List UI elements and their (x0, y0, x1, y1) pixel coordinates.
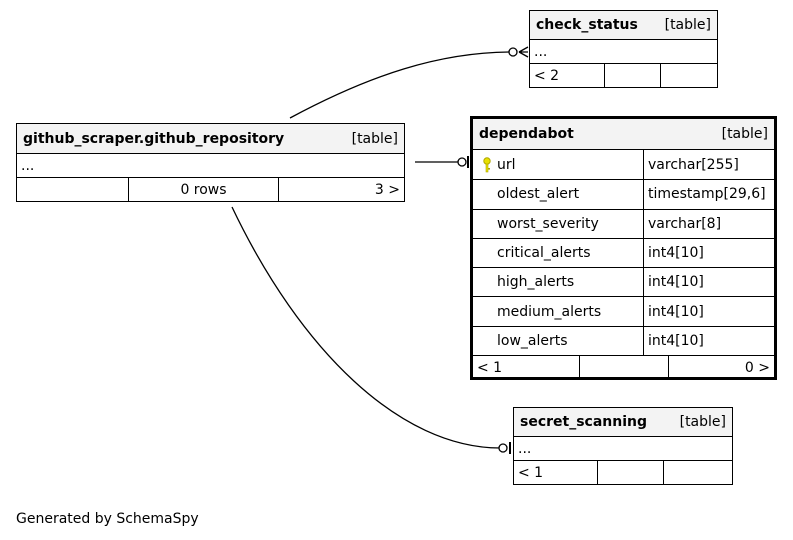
more-columns-row: ... (17, 154, 404, 178)
column-name-cell: critical_alerts (473, 238, 644, 268)
more-columns-row: ... (514, 437, 732, 461)
edge-check-status-marker (508, 47, 518, 57)
table-footer: < 2 (530, 64, 717, 87)
table-name: check_status (536, 17, 638, 33)
column-name: url (497, 156, 516, 173)
children-count (661, 64, 717, 87)
key-slot (481, 333, 495, 349)
table-kind: [table] (351, 130, 398, 147)
column-row[interactable]: worst_severity varchar[8] (473, 208, 774, 238)
table-header: check_status [table] (530, 11, 717, 40)
edge-secret-scanning (231, 206, 501, 449)
column-type: int4[10] (648, 332, 704, 349)
key-slot (481, 216, 495, 232)
column-type: varchar[8] (648, 215, 722, 232)
column-row[interactable]: medium_alerts int4[10] (473, 296, 774, 326)
table-kind: [table] (679, 414, 726, 430)
column-name-cell: low_alerts (473, 326, 644, 356)
table-dependabot[interactable]: dependabot [table] url varchar[255] oldest… (470, 116, 777, 381)
rows-count: 0 rows (129, 178, 279, 201)
parents-count[interactable]: < 1 (514, 461, 598, 484)
column-type: int4[10] (648, 303, 704, 320)
column-name-cell: worst_severity (473, 209, 644, 238)
children-count[interactable]: 3 > (374, 181, 400, 198)
table-name: secret_scanning (520, 414, 648, 430)
column-name-cell: url (473, 150, 644, 180)
generated-by-label: Generated by SchemaSpy (16, 511, 199, 527)
column-name-cell: oldest_alert (473, 180, 644, 209)
key-slot (481, 186, 495, 202)
children-count (664, 461, 732, 484)
column-type: int4[10] (648, 245, 704, 262)
column-name: low_alerts (497, 332, 568, 349)
table-name: dependabot (479, 126, 574, 142)
edge-dependabot-marker (457, 157, 467, 167)
table-name: github_scraper.github_repository (23, 130, 285, 147)
parents-count (17, 178, 129, 201)
column-row[interactable]: url varchar[255] (473, 150, 774, 180)
table-footer: 0 rows 3 > (17, 178, 404, 201)
column-name: critical_alerts (497, 245, 591, 262)
table-footer: < 1 (514, 461, 732, 484)
rows-count (605, 64, 661, 87)
edge-secret-scanning-marker (498, 443, 508, 453)
table-header: dependabot [table] (473, 119, 774, 150)
rows-count (580, 356, 669, 381)
primary-key-icon (481, 156, 495, 173)
more-columns: ... (518, 440, 532, 457)
parents-count[interactable]: < 1 (473, 356, 580, 381)
column-row[interactable]: low_alerts int4[10] (473, 325, 774, 356)
table-header: secret_scanning [table] (514, 408, 732, 437)
column-type: timestamp[29,6] (648, 186, 766, 203)
table-github-repository[interactable]: github_scraper.github_repository [table]… (16, 123, 405, 202)
column-name: high_alerts (497, 274, 575, 291)
column-list: url varchar[255] oldest_alert timestamp[29,… (473, 150, 774, 356)
more-columns: ... (534, 43, 548, 60)
table-kind: [table] (664, 17, 711, 33)
key-slot (481, 304, 495, 320)
rows-count (598, 461, 664, 484)
key-slot (481, 274, 495, 290)
children-count[interactable]: 0 > (744, 360, 770, 377)
table-header: github_scraper.github_repository [table] (17, 124, 404, 154)
table-secret-scanning[interactable]: secret_scanning [table] ... < 1 (513, 407, 733, 485)
more-columns: ... (21, 157, 35, 174)
column-name: oldest_alert (497, 186, 580, 203)
more-columns-row: ... (530, 40, 717, 64)
column-name-cell: medium_alerts (473, 297, 644, 326)
column-name-cell: high_alerts (473, 268, 644, 297)
column-type: int4[10] (648, 274, 704, 291)
table-kind: [table] (721, 126, 768, 142)
table-check-status[interactable]: check_status [table] ... < 2 (529, 10, 718, 88)
column-row[interactable]: high_alerts int4[10] (473, 267, 774, 297)
parents-count[interactable]: < 2 (530, 64, 605, 87)
table-footer: < 1 0 > (473, 355, 774, 381)
edge-check-status-crowfoot (518, 46, 529, 58)
column-name: worst_severity (497, 215, 599, 232)
column-name: medium_alerts (497, 303, 602, 320)
edge-check-status (289, 51, 513, 119)
column-type: varchar[255] (648, 156, 739, 173)
column-row[interactable]: critical_alerts int4[10] (473, 237, 774, 268)
key-slot (481, 245, 495, 261)
column-row[interactable]: oldest_alert timestamp[29,6] (473, 179, 774, 209)
